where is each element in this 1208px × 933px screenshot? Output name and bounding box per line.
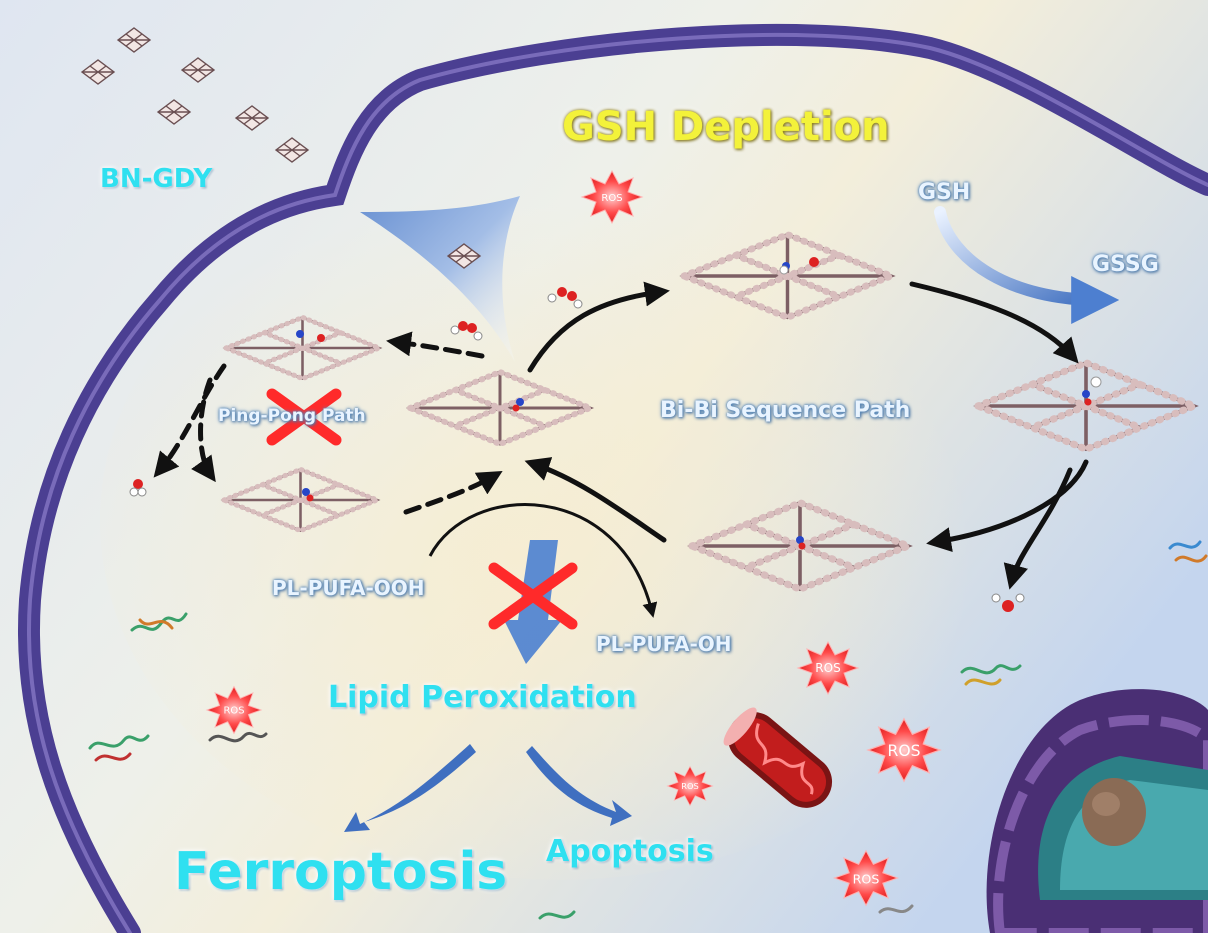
apoptosis-label: Apoptosis	[546, 834, 714, 869]
lipid-reduction-arrow	[428, 503, 658, 618]
pingpong-path-arrows	[153, 331, 503, 515]
gssg-label: GSSG	[1092, 252, 1159, 277]
svg-text:ROS: ROS	[853, 871, 880, 886]
ferroptosis-arrow	[344, 744, 476, 832]
nucleus	[986, 689, 1208, 933]
gsh-label: GSH	[918, 180, 971, 205]
ferroptosis-label: Ferroptosis	[174, 842, 508, 902]
svg-text:ROS: ROS	[887, 742, 920, 760]
inhibition-crosses	[266, 388, 578, 630]
svg-text:ROS: ROS	[601, 193, 622, 204]
pl-pufa-oh-label: PL-PUFA-OH	[596, 632, 732, 656]
peroxide-molecules	[129, 287, 1025, 612]
bn-gdy-label: BN-GDY	[100, 164, 213, 194]
svg-text:ROS: ROS	[224, 706, 245, 717]
ping-pong-path-label: Ping-Pong Path	[218, 406, 366, 426]
uptake-funnel	[360, 196, 520, 362]
protein-structures	[88, 540, 1208, 920]
gsh-depletion-title: GSH Depletion	[562, 104, 890, 150]
bibi-path-arrows	[524, 281, 1089, 590]
pl-pufa-ooh-label: PL-PUFA-OOH	[272, 576, 425, 600]
svg-text:ROS: ROS	[681, 781, 698, 791]
apoptosis-arrow	[526, 746, 632, 826]
mitochondrion	[723, 707, 833, 808]
gsh-oxidation-arrow	[934, 206, 1120, 324]
bi-bi-sequence-path-label: Bi-Bi Sequence Path	[660, 398, 911, 423]
ros-bursts: ROS ROS ROS ROS ROS ROS	[206, 170, 941, 906]
lipid-peroxidation-label: Lipid Peroxidation	[328, 680, 637, 715]
svg-text:ROS: ROS	[815, 661, 840, 675]
